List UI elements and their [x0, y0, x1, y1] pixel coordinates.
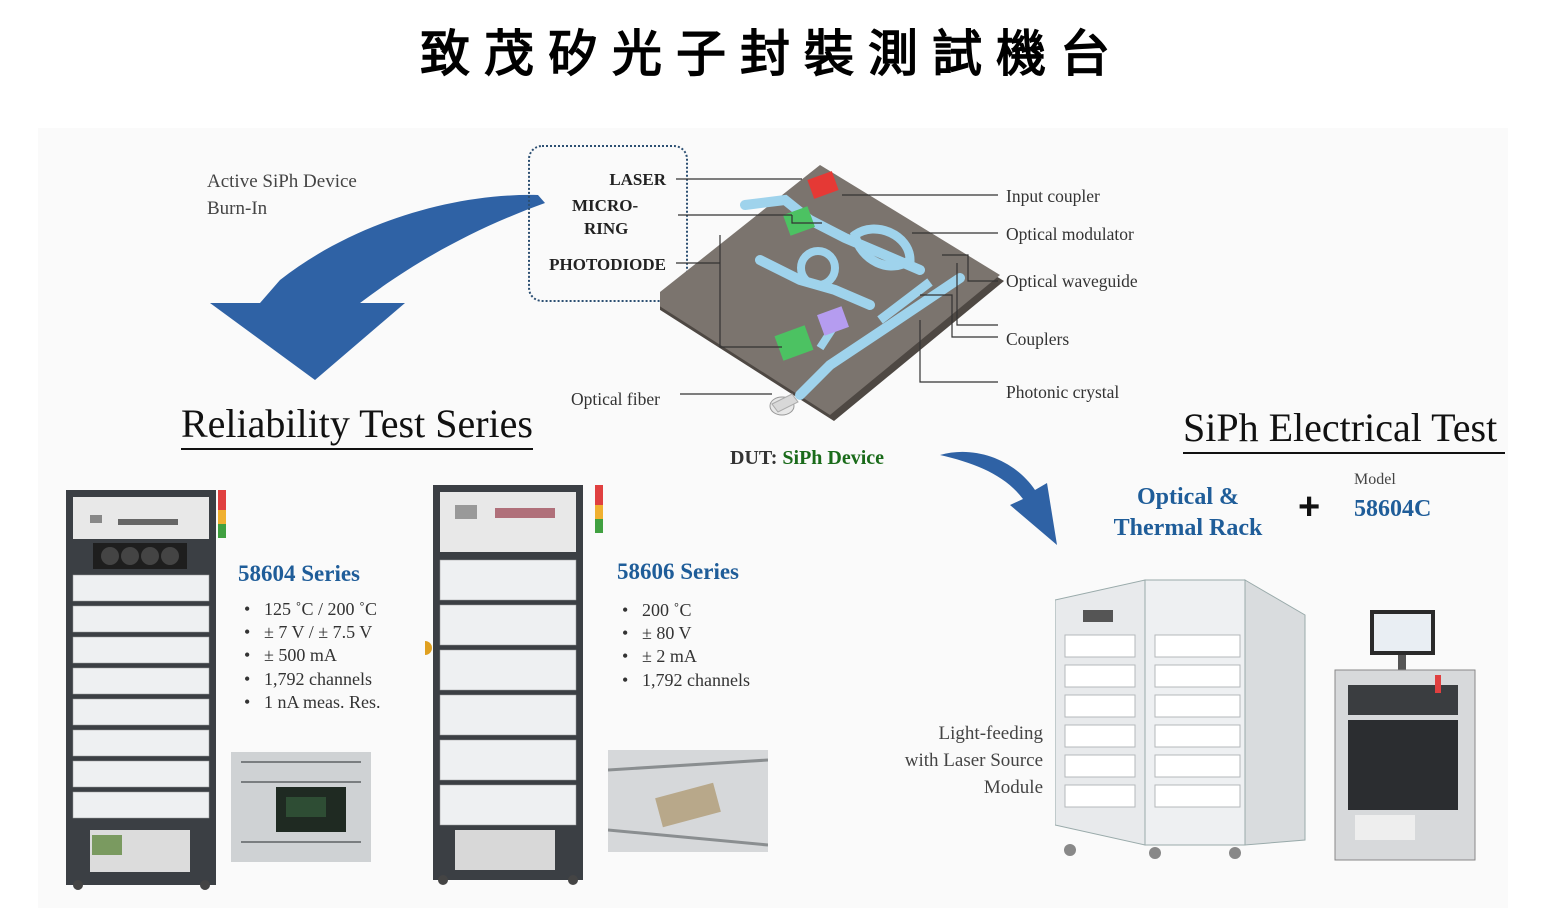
spec-item: 1 nA meas. Res.: [242, 691, 381, 714]
model-58604c-image: [1334, 610, 1476, 861]
diagram-leader-lines: [676, 178, 998, 395]
spec-item: ± 2 mA: [620, 645, 750, 668]
model-label: Model: [1354, 471, 1396, 488]
spec-item: 1,792 channels: [242, 668, 381, 691]
burn-in-line2: Burn-In: [207, 198, 268, 219]
plus-sign: +: [1298, 486, 1321, 528]
burn-in-line1: Active SiPh Device: [207, 171, 357, 192]
series-58604-name: 58604 Series: [238, 561, 361, 586]
light-feeding-line1: Light-feeding: [938, 723, 1043, 744]
optical-fiber-label: Optical fiber: [571, 389, 660, 409]
spec-item: ± 7 V / ± 7.5 V: [242, 621, 381, 644]
rack-58604-image: [66, 490, 226, 890]
input-coupler-label: Input coupler: [1006, 186, 1100, 206]
electrical-title: SiPh Electrical Test: [1183, 406, 1506, 454]
spec-item: ± 500 mA: [242, 644, 381, 667]
component-legend-box: [528, 145, 688, 302]
optical-thermal-rack-image: [1055, 579, 1306, 859]
light-feeding-line3: Module: [983, 777, 1043, 798]
photodiode-label: PHOTODIODE: [549, 255, 666, 274]
card-58604-photo: [231, 752, 371, 862]
light-feeding-label: Light-feeding with Laser Source Module: [870, 720, 1043, 801]
dut-prefix: DUT:: [730, 447, 778, 469]
dut-name: SiPh Device: [782, 447, 885, 469]
spec-item: 125 ˚C / 200 ˚C: [242, 598, 381, 621]
card-58606-photo: [608, 750, 768, 852]
burn-in-arrow-icon: [210, 194, 545, 380]
rack-58606-image: [425, 485, 603, 885]
photonic-crystal-label: Photonic crystal: [1006, 382, 1120, 402]
model-value: 58604C: [1354, 496, 1432, 522]
micro-label: MICRO-: [572, 196, 639, 215]
page-title: 致茂矽光子封裝測試機台: [420, 24, 1124, 83]
spec-item: 1,792 channels: [620, 669, 750, 692]
light-feeding-line2: with Laser Source: [904, 750, 1043, 771]
dut-label: DUT: SiPh Device: [730, 447, 884, 470]
rack-label-line1: Optical &: [1137, 484, 1239, 510]
series-58606-specs: 200 ˚C ± 80 V ± 2 mA 1,792 channels: [620, 599, 750, 692]
electrical-arrow-icon: [940, 451, 1057, 545]
optical-modulator-label: Optical modulator: [1006, 224, 1134, 244]
optical-waveguide-label: Optical waveguide: [1006, 271, 1138, 291]
rack-label-line2: Thermal Rack: [1113, 515, 1263, 541]
burn-in-label: Active SiPh Device Burn-In: [207, 168, 357, 222]
series-58606-name: 58606 Series: [617, 559, 740, 584]
laser-label: LASER: [609, 170, 666, 189]
reliability-title: Reliability Test Series: [181, 402, 533, 450]
couplers-label: Couplers: [1006, 329, 1070, 349]
spec-item: ± 80 V: [620, 622, 750, 645]
series-58604-specs: 125 ˚C / 200 ˚C ± 7 V / ± 7.5 V ± 500 mA…: [242, 598, 381, 714]
spec-item: 200 ˚C: [620, 599, 750, 622]
ring-label: RING: [584, 219, 629, 238]
rack-label: Optical & Thermal Rack: [1108, 482, 1268, 544]
